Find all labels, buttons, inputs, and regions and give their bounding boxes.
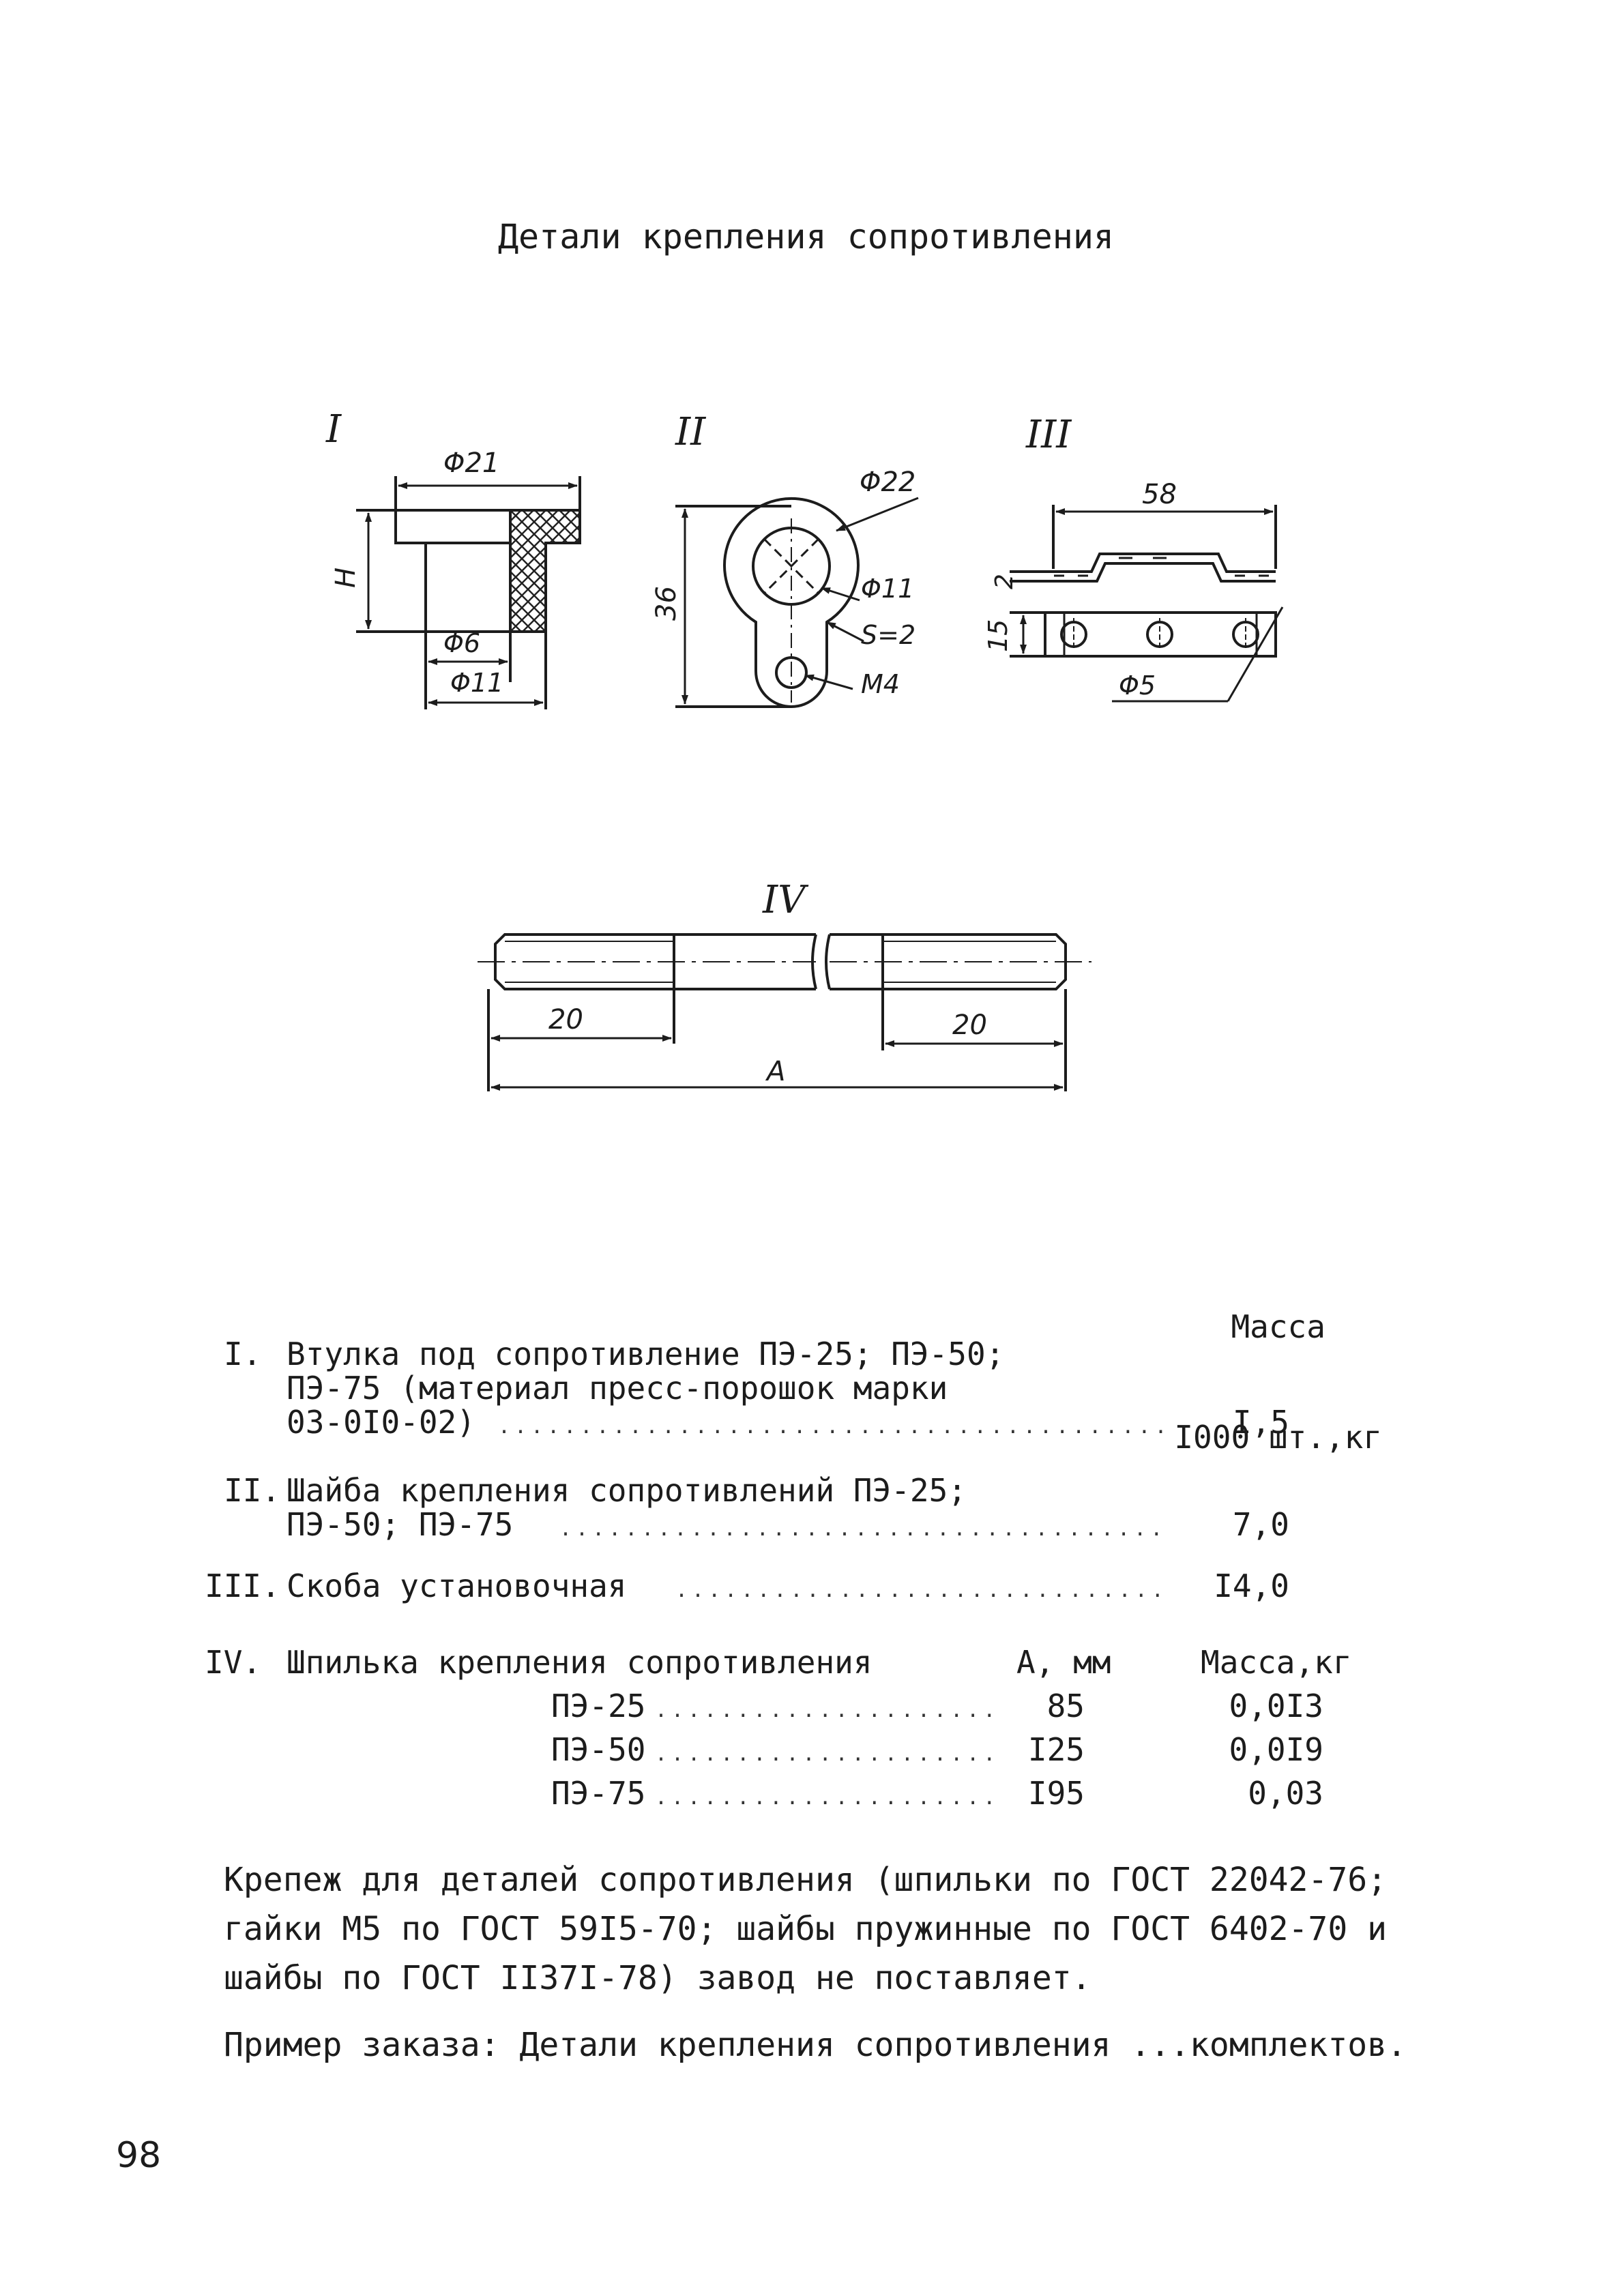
dim-d22: Φ22 <box>860 467 915 498</box>
dim-d11-washer: Φ11 <box>861 574 914 604</box>
item-mass: I,5 <box>1232 1404 1289 1441</box>
fig3-label: III <box>1025 413 1072 457</box>
page-number: 98 <box>116 2135 162 2176</box>
dim-d6: Φ6 <box>443 628 480 658</box>
stud-name: ПЭ-75 <box>551 1775 646 1812</box>
dim-d21: Φ21 <box>443 447 499 479</box>
item-text-line: ПЭ-50; ПЭ-75 <box>287 1506 514 1543</box>
item-number: III. <box>205 1568 280 1604</box>
col-header-a: А, мм <box>1016 1644 1111 1681</box>
dim-a: A <box>765 1056 785 1087</box>
dim-58: 58 <box>1142 479 1177 510</box>
page-title: Детали крепления сопротивления <box>497 217 1115 256</box>
stud-name: ПЭ-50 <box>551 1731 646 1768</box>
fig4-label: IV <box>762 878 809 922</box>
mass-header-line1: Масса <box>1231 1308 1325 1345</box>
item-number: I. <box>224 1336 262 1372</box>
fig1-label: I <box>325 407 342 452</box>
item-mass: I4,0 <box>1214 1568 1289 1604</box>
bracket-drawing: III 58 2 15 Φ5 <box>983 413 1284 703</box>
mass-header: Масса I000 шт.,кг <box>1174 1235 1382 1492</box>
stud-mass: 0,0I3 <box>1229 1688 1323 1724</box>
technical-drawing: I Φ21 H Φ6 Φ11 II <box>325 407 1284 1091</box>
stud-a: I25 <box>1027 1731 1085 1768</box>
item-mass: 7,0 <box>1232 1506 1289 1543</box>
fig2-label: II <box>675 410 707 454</box>
item-text-line: ПЭ-75 (материал пресс-порошок марки <box>287 1370 948 1407</box>
dim-20-left: 20 <box>548 1004 583 1035</box>
leader-dots: ........................................… <box>498 1415 1167 1439</box>
item-text-line: Шайба крепления сопротивлений ПЭ-25; <box>287 1472 967 1509</box>
item-text-line: Скоба установочная <box>287 1568 627 1604</box>
leader-dots: ........................................… <box>559 1517 1167 1541</box>
dim-20-right: 20 <box>952 1010 987 1041</box>
dim-2: 2 <box>991 574 1019 589</box>
dim-m4: M4 <box>861 669 900 699</box>
dim-15: 15 <box>983 619 1013 652</box>
item-number: IV. <box>205 1644 262 1681</box>
col-header-mass: Масса,кг <box>1201 1644 1352 1681</box>
washer-drawing: II Φ22 36 Φ11 S=2 M4 <box>651 410 919 708</box>
order-example: Пример заказа: Детали крепления сопротив… <box>224 2026 1407 2064</box>
bushing-drawing: I Φ21 H Φ6 Φ11 <box>325 407 581 709</box>
stud-mass: 0,0I9 <box>1229 1731 1323 1768</box>
dim-d11: Φ11 <box>450 668 503 698</box>
mass-header-line2: I000 шт.,кг <box>1174 1419 1382 1456</box>
dim-36: 36 <box>651 586 682 621</box>
leader-dots: ........................................… <box>675 1578 1167 1602</box>
stud-a: I95 <box>1027 1775 1085 1812</box>
stud-name: ПЭ-25 <box>551 1688 646 1724</box>
dim-s2: S=2 <box>861 620 915 650</box>
leader-dots: ........................................… <box>655 1698 996 1722</box>
stud-a: 85 <box>1046 1688 1085 1724</box>
item-text-line: Втулка под сопротивление ПЭ-25; ПЭ-50; <box>287 1336 1005 1372</box>
stud-mass: 0,03 <box>1248 1775 1323 1812</box>
item-number: II. <box>224 1472 281 1509</box>
item-text-line: 03-0I0-02) <box>287 1404 475 1441</box>
dim-h: H <box>330 568 362 588</box>
leader-dots: ........................................… <box>655 1786 996 1810</box>
item-text-line: Шпилька крепления сопротивления <box>287 1644 873 1681</box>
dim-d5: Φ5 <box>1119 671 1156 701</box>
fastener-note: Крепеж для деталей сопротивления (шпильк… <box>224 1861 1388 1997</box>
stud-drawing: IV 20 20 A <box>478 878 1091 1091</box>
leader-dots: ........................................… <box>655 1742 996 1766</box>
